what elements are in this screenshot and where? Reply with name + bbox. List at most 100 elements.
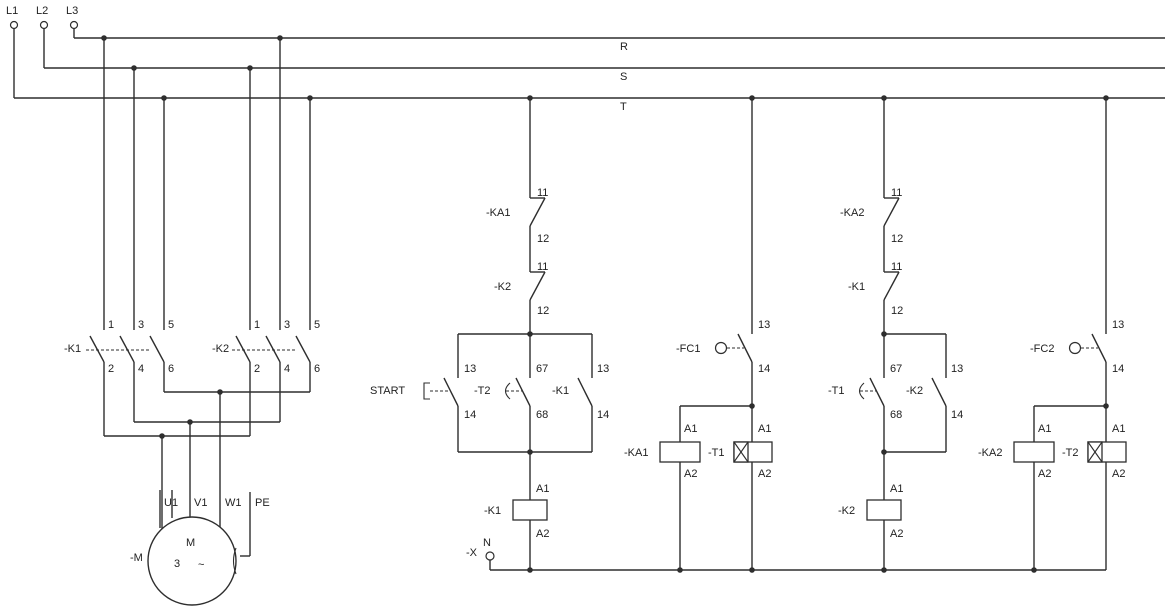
k1-term-6: 6 [168,363,174,375]
motor-pe-connection [232,547,237,575]
bus-label-r: R [620,41,628,53]
fc1-tag: -FC1 [676,343,700,355]
fc1-term-b: 14 [758,363,770,375]
k1-coil-tag: -K1 [484,505,501,517]
k1-term-5: 5 [168,319,174,331]
k1-coil-a2: A2 [536,528,549,540]
ka1-nc-term-b: 12 [537,233,549,245]
k2-nc-tag: -K2 [494,281,511,293]
motor-v1: V1 [194,497,207,509]
k1-coil [512,499,548,521]
k2-term-1: 1 [254,319,260,331]
ka2-coil-a1: A1 [1038,423,1051,435]
k2-term-5: 5 [314,319,320,331]
branch-fc2: -FC2 13 14 A1 A2 -KA2 A1 A2 -T2 [978,98,1127,573]
fc1-term-a: 13 [758,319,770,331]
k2-hold-term-b: 14 [951,409,963,421]
start-term-a: 13 [464,363,476,375]
fc2-term-b: 14 [1112,363,1124,375]
ka1-coil [659,441,701,463]
start-button-label: START [370,385,405,397]
k1-coil-a1: A1 [536,483,549,495]
fc1-limit-switch-icon [714,341,728,355]
ka1-coil-tag: -KA1 [624,447,648,459]
k1-hold-tag: -K1 [552,385,569,397]
neutral-terminal [485,551,495,561]
t1-contact-tag: -T1 [828,385,845,397]
start-pushbutton-icon [423,382,430,400]
label-l1: L1 [6,5,18,17]
k2-hold-term-a: 13 [951,363,963,375]
t1-coil-a2: A2 [758,468,771,480]
k2-term-4: 4 [284,363,290,375]
t1-term-a: 67 [890,363,902,375]
ka2-coil-a2: A2 [1038,468,1051,480]
k1-term-2: 2 [108,363,114,375]
motor: U1 V1 W1 PE M 3 ~ -M [130,490,270,606]
k2-term-2: 2 [254,363,260,375]
k1-term-4: 4 [138,363,144,375]
k2-power-tag: -K2 [212,343,229,355]
t2-coil-a2: A2 [1112,468,1125,480]
motor-w1: W1 [225,497,242,509]
neutral-label: N [483,537,491,549]
ka2-coil-tag: -KA2 [978,447,1002,459]
terminal-l2 [39,20,49,30]
motor-phases: 3 [174,558,180,570]
t1-coil-a1: A1 [758,423,771,435]
bus-label-s: S [620,71,627,83]
k1-nc-term-a: 11 [891,261,902,273]
ka1-coil-a1: A1 [684,423,697,435]
branch-fc1: -FC1 13 14 A1 A2 -KA1 A1 A2 -T1 [624,98,773,573]
supply-terminals: L1 L2 L3 R S T [6,5,1165,113]
k1-term-1: 1 [108,319,114,331]
k2-coil-a1: A1 [890,483,903,495]
ka1-coil-a2: A2 [684,468,697,480]
contactor-k1-power: -K1 1 3 5 2 4 6 [64,319,174,375]
fc2-limit-switch-icon [1068,341,1082,355]
k1-hold-term-a: 13 [597,363,609,375]
branch-k2: 11 12 -KA2 11 12 -K1 -T1 67 68 -K2 13 14 [828,98,963,573]
ka2-coil [1013,441,1055,463]
terminal-l3 [69,20,79,30]
motor-circle [147,516,237,606]
start-term-b: 14 [464,409,476,421]
motor-u1: U1 [164,497,178,509]
t2-timer-contact-icon [504,382,511,400]
k2-term-6: 6 [314,363,320,375]
contactor-k2-power: -K2 1 3 5 2 4 6 [212,319,320,375]
k2-coil-a2: A2 [890,528,903,540]
neutral-tag: -X [466,547,478,559]
t2-term-a: 67 [536,363,548,375]
k1-nc-term-b: 12 [891,305,903,317]
motor-pe: PE [255,497,270,509]
t2-coil-a1: A1 [1112,423,1125,435]
terminal-l1 [9,20,19,30]
motor-tag: -M [130,552,143,564]
t1-timer-contact-icon [858,382,865,400]
label-l2: L2 [36,5,48,17]
bus-label-t: T [620,101,627,113]
k2-nc-term-a: 11 [537,261,548,273]
branch-k1: 11 12 -KA1 11 12 -K2 START 13 14 [370,98,609,573]
k2-coil-tag: -K2 [838,505,855,517]
control-circuit: N -X 11 12 -KA1 11 12 -K2 START [101,35,1127,573]
motor-ac-symbol: ~ [198,559,204,571]
ka1-nc-term-a: 11 [537,187,548,199]
k1-power-tag: -K1 [64,343,81,355]
power-circuit: -K1 1 3 5 2 4 6 -K2 1 3 5 2 4 6 [64,38,320,606]
label-l3: L3 [66,5,78,17]
k2-term-3: 3 [284,319,290,331]
motor-m: M [186,537,195,549]
ka1-nc-tag: -KA1 [486,207,510,219]
fc2-tag: -FC2 [1030,343,1054,355]
ka2-nc-term-a: 11 [891,187,902,199]
k2-hold-tag: -K2 [906,385,923,397]
k1-hold-term-b: 14 [597,409,609,421]
k1-term-3: 3 [138,319,144,331]
t2-term-b: 68 [536,409,548,421]
k2-coil [866,499,902,521]
t2-contact-tag: -T2 [474,385,491,397]
k2-nc-term-b: 12 [537,305,549,317]
